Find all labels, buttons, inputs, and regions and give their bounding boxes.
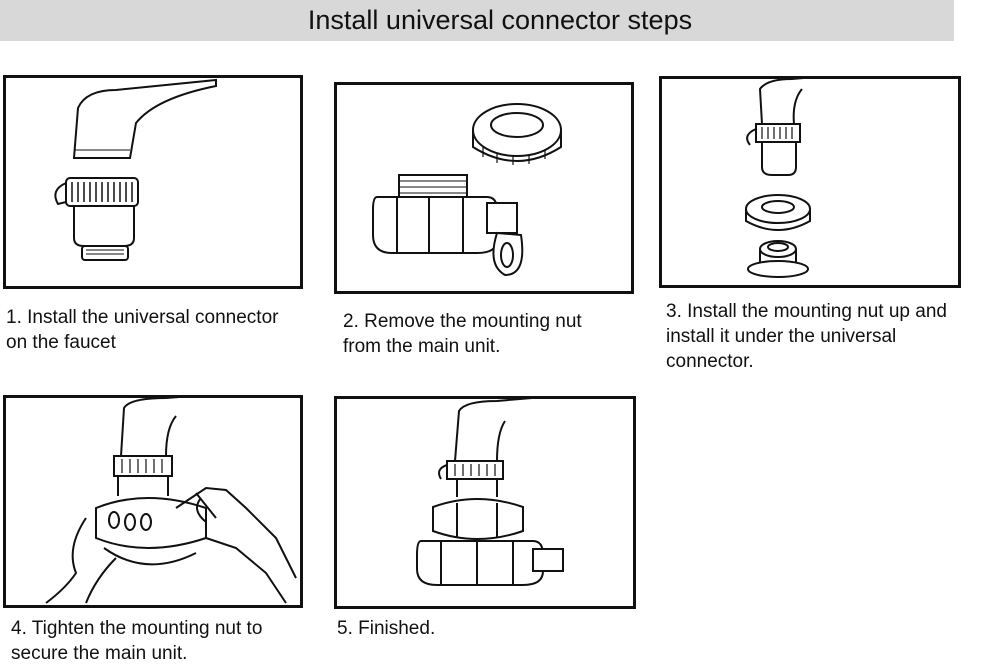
step-2-illustration: [334, 82, 634, 294]
page-title: Install universal connector steps: [307, 5, 693, 35]
tightening-nut-drawing: [45, 398, 297, 604]
step-4-caption: 4. Tighten the mounting nut to secure th…: [11, 618, 263, 664]
finished-assembly-drawing: [416, 399, 564, 586]
step-3-caption: 3. Install the mounting nut up and insta…: [666, 301, 947, 372]
title-bar: [0, 0, 954, 41]
step-1-caption: 1. Install the universal connector on th…: [6, 307, 279, 353]
step-2-caption: 2. Remove the mounting nut from the main…: [343, 311, 582, 357]
assembly-order-drawing: [745, 79, 811, 278]
step-5-caption: 5. Finished.: [337, 618, 436, 639]
step-1-illustration: [3, 75, 303, 289]
main-unit-and-nut-drawing: [372, 103, 562, 277]
step-4-illustration: [3, 395, 303, 608]
step-3-illustration: [659, 76, 961, 288]
step-5-illustration: [334, 396, 636, 609]
faucet-connector-drawing: [54, 78, 217, 261]
